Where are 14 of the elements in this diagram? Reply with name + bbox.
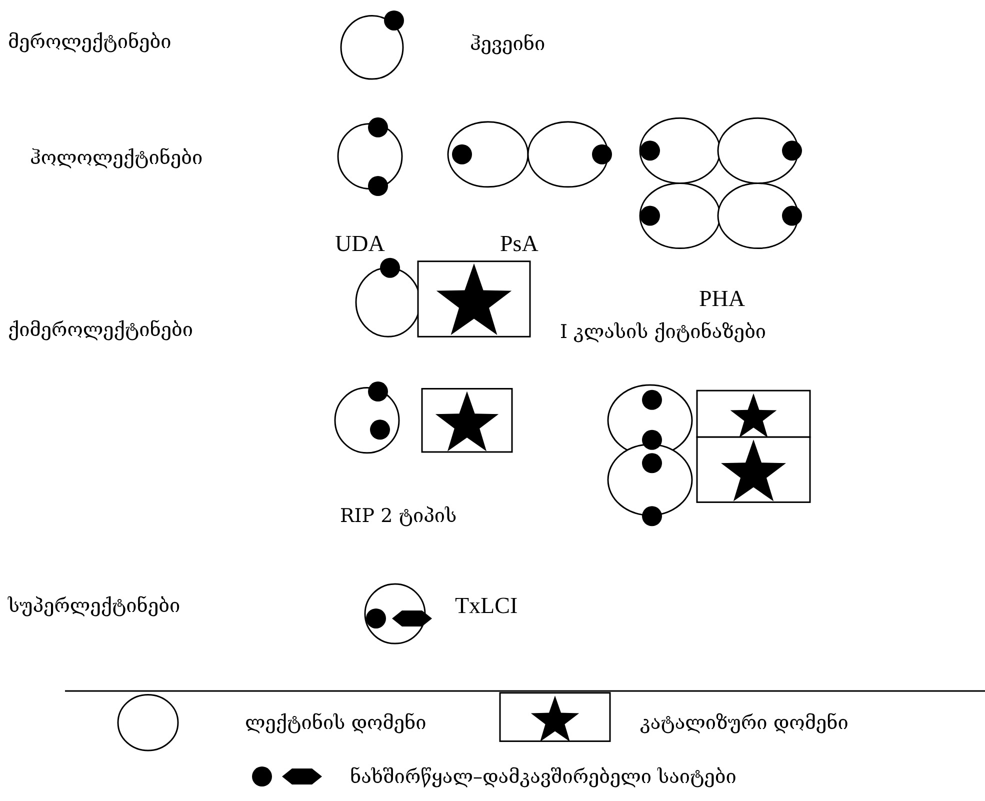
label-text: RIP 2 ტიპის	[340, 505, 457, 528]
legend-text: კატალიზური დომენი	[640, 712, 848, 734]
legend-text: ლექტინის დომენი	[245, 712, 426, 734]
label-text: TxLCI	[455, 593, 518, 620]
label-text: ჰევეინი	[470, 32, 546, 55]
legend-text: ნახშირწყალ–დამკავშირებელი საიტები	[350, 766, 736, 788]
label-text: PHA	[699, 286, 745, 312]
label-text: ჰოლოლექტინები	[30, 147, 203, 170]
label-text: მეროლექტინები	[8, 30, 172, 53]
label-text: UDA	[335, 230, 385, 257]
label-text: ქიმეროლექტინები	[8, 319, 194, 342]
label-text: I კლასის ქიტინაზები	[560, 321, 766, 343]
label-text: PsA	[500, 230, 538, 257]
label-text: სუპერლექტინები	[8, 595, 180, 618]
